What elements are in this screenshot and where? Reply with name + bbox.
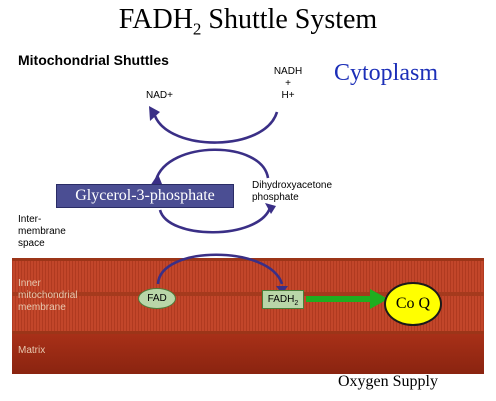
cytoplasm-label: Cytoplasm	[334, 60, 439, 86]
coenzyme-q-node: Co Q	[384, 282, 442, 326]
matrix-label: Matrix	[18, 345, 46, 356]
page-title: FADH2 Shuttle System	[118, 4, 378, 39]
inner-membrane-label: Inner mitochondrial membrane	[18, 278, 78, 313]
intermembrane-space-label: Inter- membrane space	[18, 214, 66, 249]
nad-plus-label: NAD+	[146, 90, 173, 101]
fadh2-node: FADH2	[262, 290, 304, 309]
glycerol-3-phosphate-box: Glycerol-3-phosphate	[56, 184, 234, 208]
nadh-label: NADH + H+	[273, 66, 303, 101]
matrix-region	[12, 334, 484, 374]
diagram-subtitle: Mitochondrial Shuttles	[18, 52, 169, 68]
fad-node: FAD	[138, 288, 176, 309]
oxygen-supply-label: Oxygen Supply	[338, 373, 438, 390]
dhap-label: Dihydroxyacetone phosphate	[252, 180, 333, 203]
